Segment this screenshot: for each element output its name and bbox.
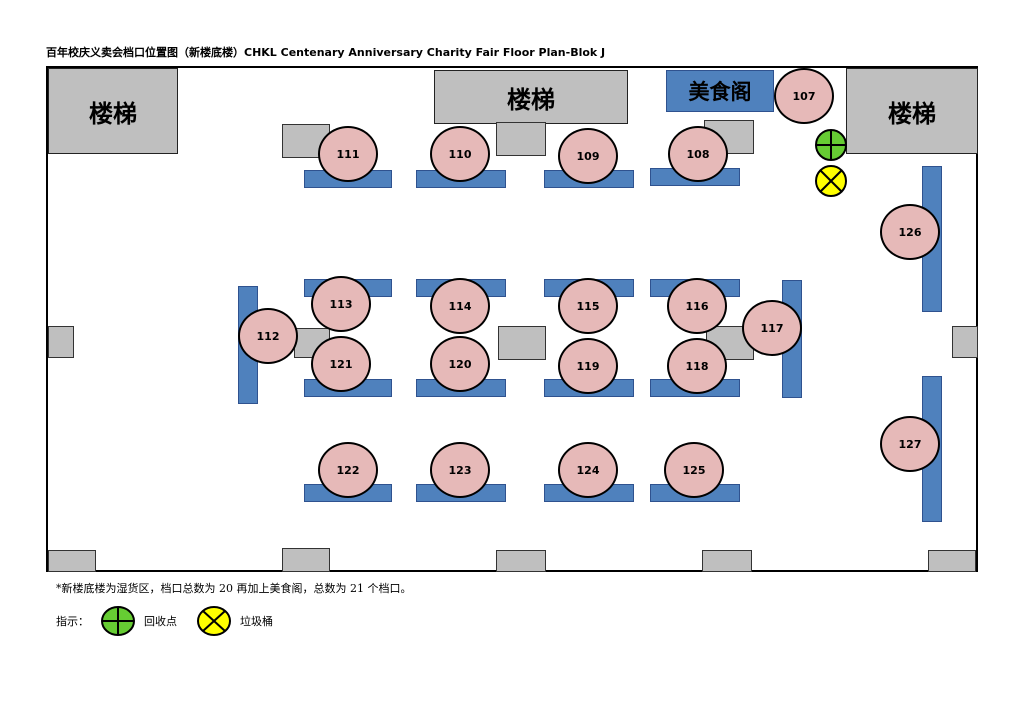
booth-120[interactable]: 120 (430, 336, 490, 392)
legend: 指示： 回收点 垃圾桶 (56, 604, 416, 638)
booth-122[interactable]: 122 (318, 442, 378, 498)
grey-block (282, 548, 330, 572)
legend-recycle-icon (101, 606, 135, 636)
legend-label: 指示： (56, 615, 89, 628)
footnote: *新楼底楼为湿货区，档口总数为 20 再加上美食阁，总数为 21 个档口。 (56, 582, 412, 595)
grey-block (48, 326, 74, 358)
booth-117[interactable]: 117 (742, 300, 802, 356)
booth-124[interactable]: 124 (558, 442, 618, 498)
legend-trash-label: 垃圾桶 (240, 615, 273, 628)
booth-114[interactable]: 114 (430, 278, 490, 334)
grey-block (496, 122, 546, 156)
booth-123[interactable]: 123 (430, 442, 490, 498)
grey-block (48, 550, 96, 572)
booth-108[interactable]: 108 (668, 126, 728, 182)
page-title: 百年校庆义卖会档口位置图（新楼底楼）CHKL Centenary Anniver… (46, 46, 606, 59)
booth-119[interactable]: 119 (558, 338, 618, 394)
grey-block (498, 326, 546, 360)
booth-110[interactable]: 110 (430, 126, 490, 182)
booth-127[interactable]: 127 (880, 416, 940, 472)
grey-block (702, 550, 752, 572)
booth-109[interactable]: 109 (558, 128, 618, 184)
booth-107[interactable]: 107 (774, 68, 834, 124)
booth-125[interactable]: 125 (664, 442, 724, 498)
booth-118[interactable]: 118 (667, 338, 727, 394)
stairs-left: 楼梯 (48, 68, 178, 154)
booth-121[interactable]: 121 (311, 336, 371, 392)
grey-block (928, 550, 976, 572)
recycle-point-icon (815, 129, 847, 161)
booth-112[interactable]: 112 (238, 308, 298, 364)
food-court: 美食阁 (666, 70, 774, 112)
booth-116[interactable]: 116 (667, 278, 727, 334)
booth-126[interactable]: 126 (880, 204, 940, 260)
stairs-right: 楼梯 (846, 68, 978, 154)
grey-block (496, 550, 546, 572)
stairs-center: 楼梯 (434, 70, 628, 124)
booth-113[interactable]: 113 (311, 276, 371, 332)
legend-trash-icon (197, 606, 231, 636)
trash-bin-icon (815, 165, 847, 197)
booth-115[interactable]: 115 (558, 278, 618, 334)
booth-111[interactable]: 111 (318, 126, 378, 182)
legend-recycle-label: 回收点 (144, 615, 177, 628)
floor-plan: 楼梯 楼梯 楼梯 美食阁 107 111 110 109 108 126 (46, 66, 978, 572)
grey-block (952, 326, 978, 358)
